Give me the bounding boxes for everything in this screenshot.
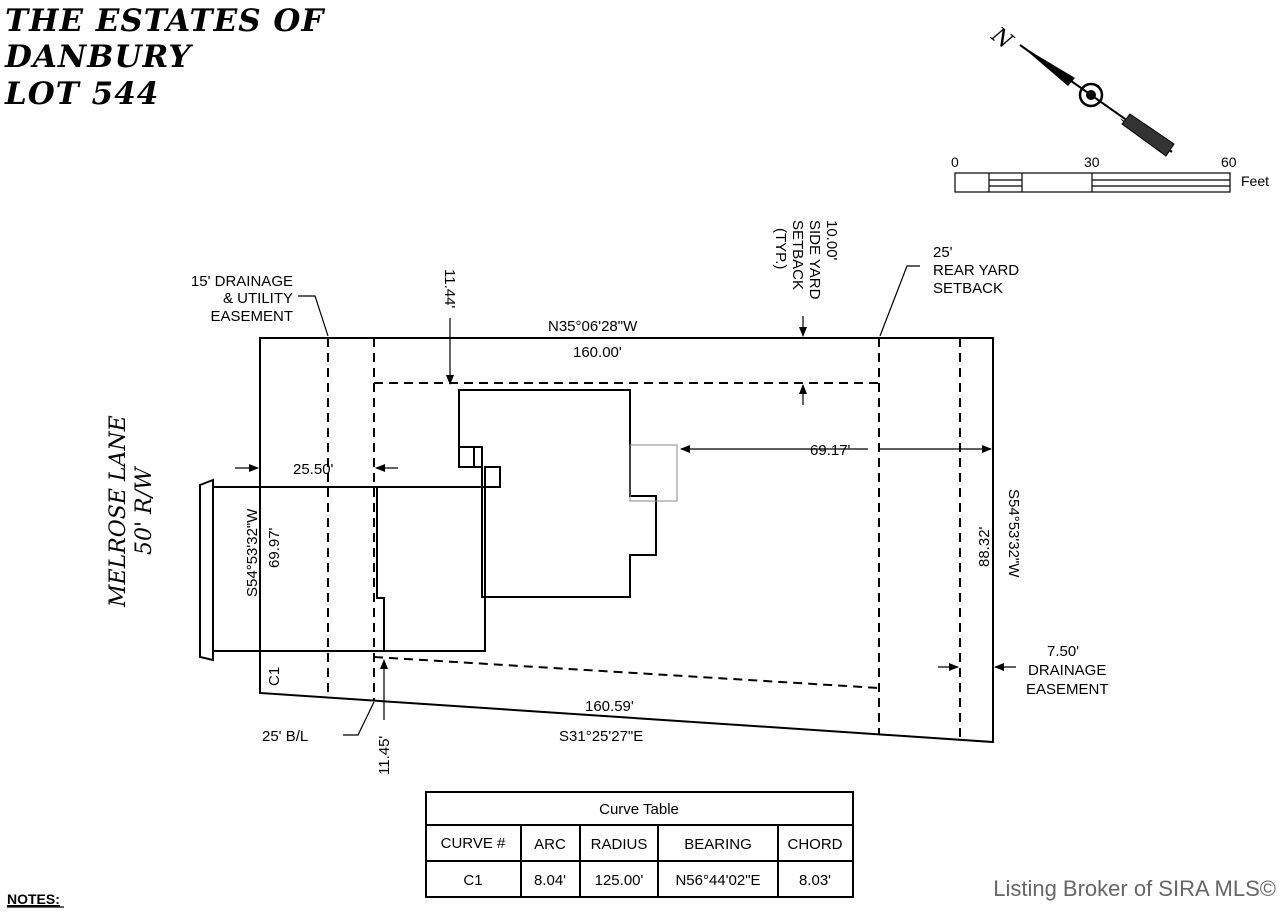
garage-edge	[376, 487, 385, 651]
house-footprint	[458, 389, 657, 598]
left-bearing: S54°53'32"W	[244, 508, 261, 597]
curve-table-cell: C1	[463, 872, 482, 889]
scale-tick-60: 60	[1221, 154, 1237, 170]
curve-table-header-bearing: BEARING	[684, 836, 752, 853]
curve-table-cell: 8.04'	[534, 872, 566, 889]
top-bearing: N35°06'28"W	[548, 318, 638, 335]
scale-tick-0: 0	[951, 154, 959, 170]
side-setback-label-1: 10.00'	[823, 220, 840, 261]
scale-unit: Feet	[1241, 173, 1269, 189]
watermark: Listing Broker of SIRA MLS©	[993, 876, 1276, 901]
drainage-easement-label-2: DRAINAGE	[1028, 662, 1106, 679]
title-line-3: LOT 544	[4, 76, 159, 112]
scale-bar: 0 30 60 Feet	[951, 154, 1269, 193]
notes-heading: NOTES:	[7, 891, 60, 907]
front-setback-dimension: 25.50'	[293, 461, 334, 478]
curve-table-header-curve: CURVE #	[441, 835, 506, 852]
drainage-easement-label-1: 7.50'	[1047, 643, 1079, 660]
drainage-utility-label-2: & UTILITY	[223, 290, 293, 307]
side-setback-label-4: (TYP.)	[772, 228, 789, 269]
bottom-bearing: S31°25'27"E	[559, 728, 643, 745]
lot-boundary	[259, 337, 994, 744]
right-length: 88.32'	[976, 526, 993, 567]
title-line-1: THE ESTATES OF	[5, 3, 325, 39]
rear-setback-label-2: REAR YARD	[933, 262, 1019, 279]
curve-table-header-arc: ARC	[534, 836, 566, 853]
bottom-offset-dimension: 11.45'	[376, 736, 393, 775]
right-bearing: S54°53'32"W	[1005, 489, 1022, 578]
top-offset-dimension: 11.44'	[441, 269, 458, 308]
bottom-length: 160.59'	[585, 698, 634, 715]
building-line-label: 25' B/L	[262, 728, 308, 745]
c1-label: C1	[266, 667, 283, 686]
north-label: N	[986, 22, 1018, 55]
north-arrow-icon: N	[986, 22, 1175, 157]
curve-table: Curve Table CURVE # ARC RADIUS BEARING C…	[425, 791, 854, 898]
top-length: 160.00'	[573, 344, 622, 361]
side-setback-label-2: SIDE YARD	[806, 220, 823, 300]
left-length: 69.97'	[266, 527, 283, 568]
patio	[629, 444, 678, 502]
rear-setback-label-3: SETBACK	[933, 280, 1003, 297]
curve-table-cell: N56°44'02"E	[675, 872, 760, 889]
curve-table-header-chord: CHORD	[788, 836, 843, 853]
street-name: MELROSE LANE	[106, 415, 131, 608]
curb-return	[199, 478, 214, 662]
curve-table-cell: 125.00'	[595, 872, 644, 889]
drainage-utility-label-3: EASEMENT	[210, 308, 293, 325]
drainage-utility-label-1: 15' DRAINAGE	[191, 273, 293, 290]
title-line-2: DANBURY	[4, 39, 193, 75]
drainage-easement-label-3: EASEMENT	[1026, 681, 1109, 698]
side-setback-label-3: SETBACK	[789, 220, 806, 290]
rear-distance-dimension: 69.17'	[810, 442, 851, 459]
curve-table-cell: 8.03'	[799, 872, 831, 889]
driveway	[213, 466, 501, 652]
rear-setback-label-1: 25'	[933, 244, 953, 261]
curve-table-title: Curve Table	[599, 801, 679, 818]
curve-table-header-radius: RADIUS	[591, 836, 648, 853]
side-setback-bottom	[373, 656, 880, 689]
street-row: 50' R/W	[132, 465, 157, 555]
scale-tick-30: 30	[1084, 154, 1100, 170]
